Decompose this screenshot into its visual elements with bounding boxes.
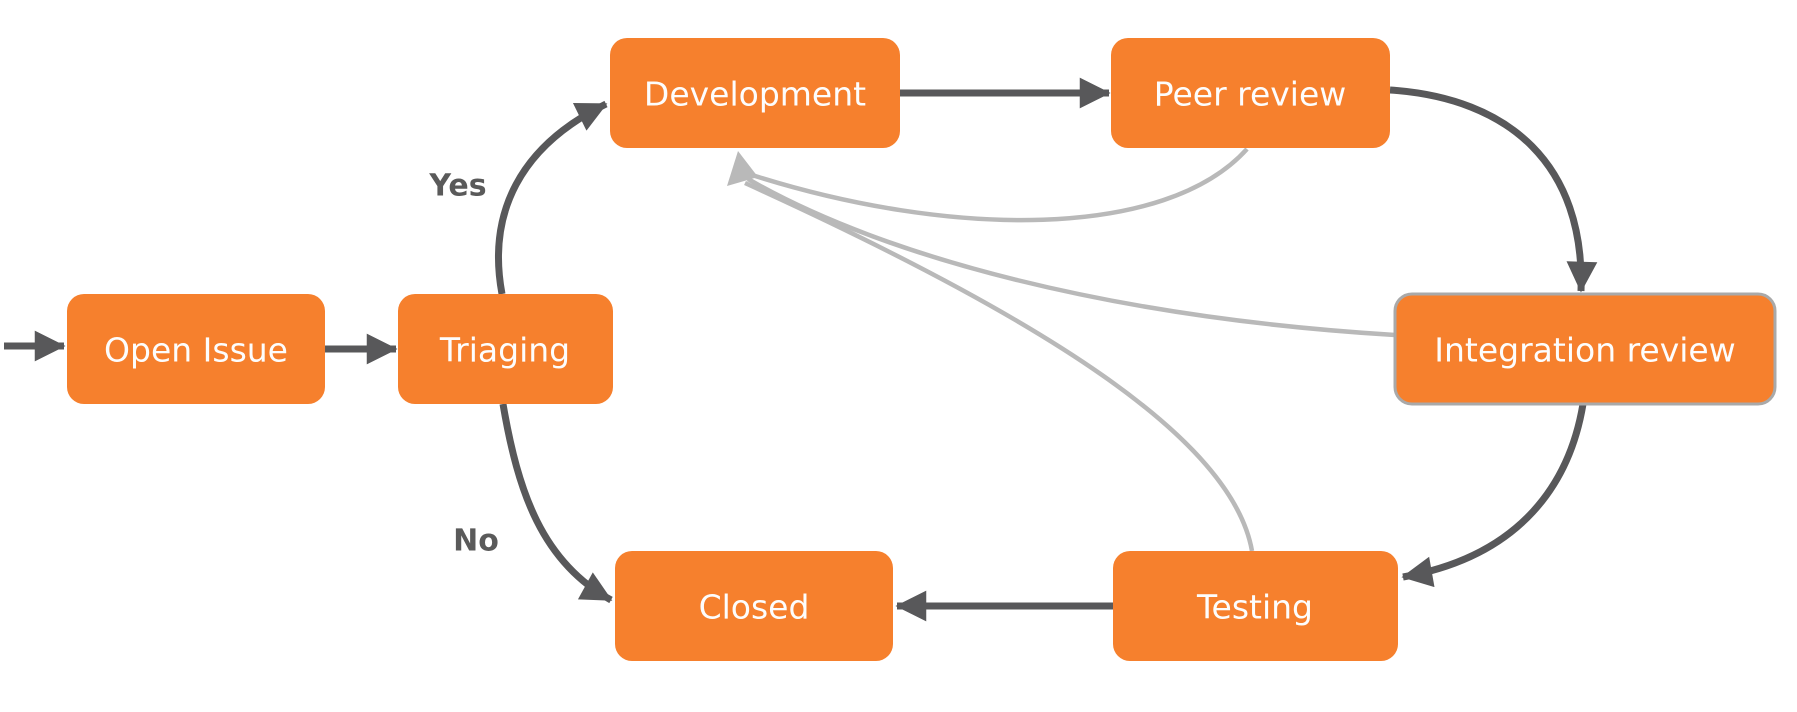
edge-triaging-to-development — [495, 100, 608, 295]
node-peer-review: Peer review — [1111, 38, 1390, 148]
edge-peer-review-to-integration-review — [1389, 86, 1598, 293]
node-integration-review-box — [1393, 292, 1777, 406]
node-peer-review-box — [1111, 38, 1390, 148]
node-triaging-box — [398, 294, 613, 404]
node-integration-review: Integration review — [1393, 292, 1777, 406]
node-testing-box — [1113, 551, 1398, 661]
node-closed-box — [615, 551, 893, 661]
node-development-box — [610, 38, 900, 148]
node-testing: Testing — [1113, 551, 1398, 661]
node-testing-label: Testing — [1196, 588, 1313, 627]
node-triaging-label: Triaging — [439, 331, 570, 370]
node-open-issue: Open Issue — [67, 294, 325, 404]
node-development: Development — [610, 38, 900, 148]
edge-peer-review-to-development — [751, 147, 1249, 223]
node-open-issue-label: Open Issue — [104, 331, 288, 370]
node-development-label: Development — [644, 75, 866, 114]
edge-triaging-to-closed — [499, 403, 613, 604]
node-integration-review-label: Integration review — [1434, 331, 1735, 370]
node-closed-label: Closed — [699, 588, 810, 627]
node-peer-review-label: Peer review — [1154, 75, 1347, 114]
edge-integration-review-to-development — [746, 177, 1396, 338]
edge-label-yes: Yes — [428, 169, 486, 204]
edge-label-no: No — [453, 524, 499, 559]
node-closed: Closed — [615, 551, 893, 661]
edge-testing-to-development — [744, 180, 1255, 552]
node-triaging: Triaging — [398, 294, 613, 404]
feedback-arrowhead-icon — [727, 151, 758, 186]
edge-integration-review-to-testing — [1401, 403, 1587, 588]
node-open-issue-box — [67, 294, 325, 404]
